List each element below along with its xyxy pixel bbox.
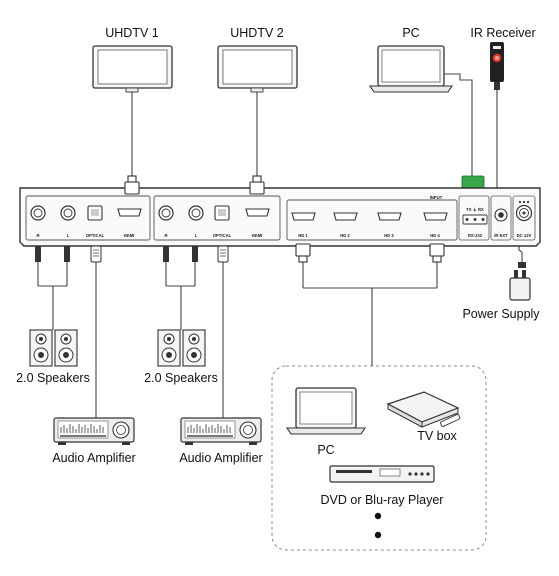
more-dot-1	[374, 512, 382, 520]
label-input-header: INPUT	[430, 195, 443, 200]
hdmi-in-1-port	[291, 212, 316, 221]
uhdtv-2	[217, 45, 298, 93]
hdmi-input-ports	[291, 212, 448, 221]
uhdtv-1	[92, 45, 173, 93]
label-optical-2: OPTICAL	[213, 233, 232, 238]
label-tv-box: TV box	[417, 429, 457, 443]
label-dvd-player: DVD or Blu-ray Player	[321, 493, 444, 507]
hdmi-in-4-port	[423, 212, 448, 221]
label-pc-source: PC	[317, 443, 334, 457]
volume-knob-icon	[239, 421, 257, 439]
label-hd3: HD 3	[384, 233, 394, 238]
control-ports	[462, 200, 533, 225]
panel-labels: R L OPTICAL HDMI R L OPTICAL HDMI INPUT …	[36, 195, 531, 238]
audio-out-ports-2	[158, 205, 270, 221]
more-dot-2	[374, 531, 382, 539]
volume-knob-icon	[112, 421, 130, 439]
hdmi-plugs	[124, 175, 445, 263]
label-dc12v: DC 12V	[517, 233, 532, 238]
label-hd1: HD 1	[298, 233, 308, 238]
label-speakers-2: 2.0 Speakers	[144, 371, 218, 385]
label-hdmi-out-2: HDMI	[252, 233, 263, 238]
label-l-2: L	[195, 233, 198, 238]
label-hd2: HD 2	[340, 233, 350, 238]
label-rs232: RS-232	[468, 233, 483, 238]
label-hd4: HD 4	[430, 233, 440, 238]
label-ir-receiver: IR Receiver	[470, 26, 535, 40]
label-amplifier-1: Audio Amplifier	[52, 451, 135, 465]
audio-amplifier-2	[180, 417, 262, 445]
remote-control-icon	[440, 414, 461, 427]
label-amplifier-2: Audio Amplifier	[179, 451, 262, 465]
label-pc-top: PC	[402, 26, 419, 40]
label-optical-1: OPTICAL	[86, 233, 105, 238]
label-tx-rx: TX ⏚ RX	[466, 206, 484, 213]
hdmi-in-3-port	[377, 212, 402, 221]
label-speakers-1: 2.0 Speakers	[16, 371, 90, 385]
pc-laptop-top	[368, 45, 454, 93]
audio-plugs	[35, 245, 229, 263]
tv-box	[386, 391, 461, 428]
audio-out-ports-1	[30, 205, 142, 221]
label-uhdtv-2: UHDTV 2	[230, 26, 284, 40]
dvd-bluray-player	[329, 465, 435, 483]
hdmi-in-2-port	[333, 212, 358, 221]
ir-receiver	[490, 42, 504, 90]
power-supply-adapter	[509, 262, 531, 301]
rca-l-port-1	[60, 205, 76, 221]
audio-amplifier-1	[53, 417, 135, 445]
pc-laptop-source	[285, 387, 367, 435]
hdmi-out-port-1	[117, 208, 142, 217]
speakers-1	[29, 329, 78, 367]
label-r-2: R	[164, 233, 167, 238]
device-labels: UHDTV 1 UHDTV 2 PC IR Receiver Power Sup…	[16, 26, 540, 507]
rca-l-port-2	[188, 205, 204, 221]
rca-r-port-1	[30, 205, 46, 221]
speakers-2	[157, 329, 206, 367]
matrix-switch-rear-panel	[19, 187, 541, 247]
label-l-1: L	[67, 233, 70, 238]
sources-group-box	[271, 365, 487, 551]
label-hdmi-out-1: HDMI	[124, 233, 135, 238]
rca-r-port-2	[158, 205, 174, 221]
label-ir-ext: IR EXT	[494, 233, 508, 238]
label-r-1: R	[36, 233, 39, 238]
label-uhdtv-1: UHDTV 1	[105, 26, 159, 40]
label-power-supply: Power Supply	[462, 307, 540, 321]
hdmi-out-port-2	[245, 208, 270, 217]
